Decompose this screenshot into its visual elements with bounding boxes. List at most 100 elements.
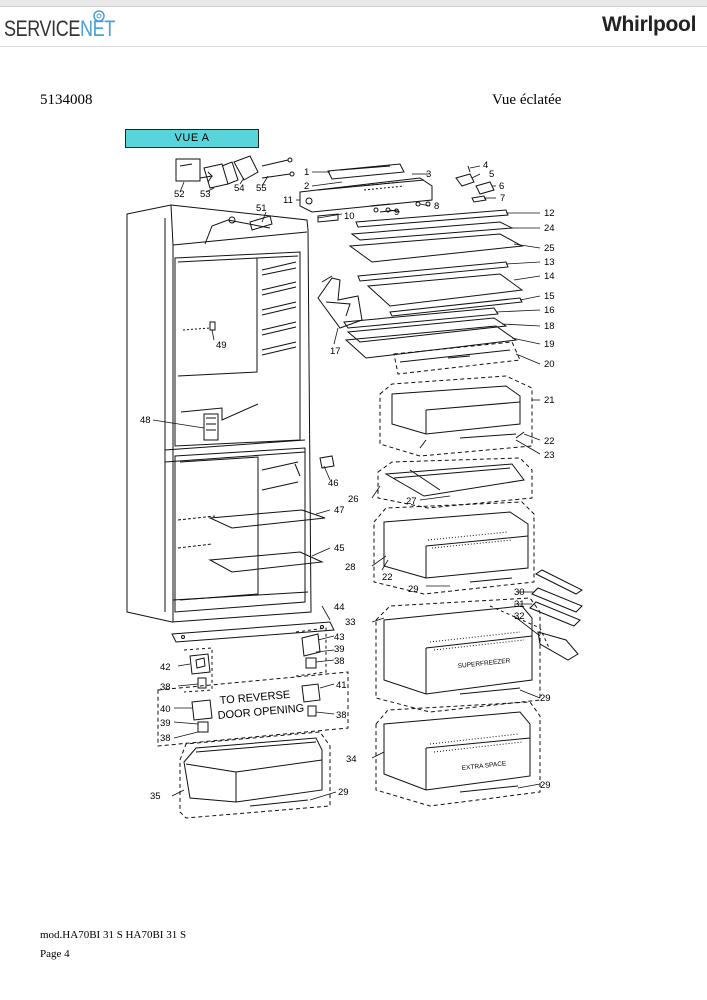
glass-shelf-19: [344, 325, 518, 359]
hinge-dashed-box-left: [183, 647, 213, 693]
callout-47: 47: [334, 505, 345, 516]
callout-4: 4: [483, 160, 488, 171]
footer-page-number: Page 4: [40, 948, 70, 960]
hinge-41: [301, 683, 321, 717]
callout-25: 25: [544, 243, 555, 254]
header-divider: [0, 46, 707, 47]
callout-38-b: 38: [336, 710, 347, 721]
callout-46: 46: [328, 478, 339, 489]
callout-41: 41: [336, 680, 347, 691]
servicenet-gear-icon: [93, 10, 105, 22]
header-band: [0, 0, 707, 7]
callout-2: 2: [304, 181, 309, 192]
callout-29-b: 29: [540, 693, 551, 704]
hinge-dashed-box-right: [295, 627, 327, 677]
callout-11: 11: [283, 195, 293, 206]
callout-44: 44: [334, 602, 345, 613]
callout-27: 27: [406, 496, 417, 507]
shelf-trim-13: [357, 261, 509, 282]
callout-21: 21: [544, 395, 555, 406]
callout-23: 23: [544, 450, 555, 461]
callout-52: 52: [174, 189, 185, 200]
footer-model: mod.HA70BI 31 S HA70BI 31 S: [40, 929, 187, 941]
callout-16: 16: [544, 305, 555, 316]
callout-29-c: 29: [540, 780, 551, 791]
callout-49: 49: [216, 340, 227, 351]
view-title: Vue éclatée: [492, 92, 562, 108]
callout-19: 19: [544, 339, 555, 350]
reverse-door-dashed-box: [157, 671, 349, 747]
callout-39-a: 39: [160, 718, 171, 729]
callout-8: 8: [434, 201, 439, 212]
callout-32: 32: [514, 611, 525, 622]
callout-17: 17: [330, 346, 341, 357]
callout-1: 1: [304, 167, 309, 178]
callout-55: 55: [256, 183, 267, 194]
servicenet-logo-service: SERVICE: [4, 16, 81, 41]
glass-shelf-24: [350, 221, 514, 241]
callout-10: 10: [344, 211, 355, 222]
drawer-34-extra-space: [375, 701, 541, 807]
glass-shelf-18: [346, 317, 508, 343]
drawer-35: [179, 731, 331, 819]
leader-lines: [152, 165, 541, 801]
shelf-47: [208, 509, 326, 529]
callout-40: 40: [160, 704, 171, 715]
callout-31: 31: [514, 599, 525, 610]
callout-38-a: 38: [160, 682, 171, 693]
callout-30: 30: [514, 587, 525, 598]
drawer-cover-20: [393, 341, 521, 375]
callout-38-c: 38: [160, 733, 171, 744]
hinge-40: [191, 699, 213, 733]
callout-3: 3: [426, 169, 431, 180]
divider-shelf-26: [377, 457, 533, 509]
shelf-trim-12: [355, 209, 509, 228]
extra-space-label: EXTRA SPACE: [461, 760, 507, 772]
shelf-45: [208, 551, 324, 573]
callout-53: 53: [200, 189, 211, 200]
callout-labels: 1 2 3 4 5 6 7 8 9 10 11 12 13 14 15 16 1…: [140, 160, 555, 802]
wine-rack-17: [317, 275, 363, 329]
superfreezer-label: SUPERFREEZER: [457, 657, 510, 670]
ice-trays-30-32: [489, 569, 583, 661]
callout-35: 35: [150, 791, 161, 802]
document-number: 5134008: [40, 92, 93, 108]
callout-45: 45: [334, 543, 345, 554]
callout-54: 54: [234, 183, 245, 194]
callout-12: 12: [544, 208, 555, 219]
callout-29-a: 29: [408, 584, 419, 595]
callout-34: 34: [346, 754, 357, 765]
callout-20: 20: [544, 359, 555, 370]
callout-14: 14: [544, 271, 555, 282]
callout-43: 43: [334, 632, 345, 643]
callout-7: 7: [500, 193, 505, 204]
drawer-28: [373, 501, 535, 595]
whirlpool-logo: Whirlpool: [602, 13, 697, 36]
callout-26: 26: [348, 494, 359, 505]
callout-33: 33: [345, 617, 356, 628]
shelf-trim-15: [389, 297, 523, 317]
callout-6: 6: [499, 181, 504, 192]
view-label: VUE A: [125, 129, 259, 148]
crisper-drawer-21: [379, 375, 533, 457]
drawer-33-superfreezer: [375, 597, 541, 713]
callout-39-b: 39: [334, 644, 345, 655]
callout-51: 51: [256, 203, 267, 214]
callout-13: 13: [544, 257, 555, 268]
callout-18: 18: [544, 321, 555, 332]
callout-15: 15: [544, 291, 555, 302]
hinge-43: [301, 633, 321, 669]
hinge-42: [189, 653, 211, 689]
callout-42: 42: [160, 662, 171, 673]
fridge-cabinet: [126, 204, 335, 623]
callout-5: 5: [489, 169, 494, 180]
callout-9: 9: [394, 207, 399, 218]
callout-29-d: 29: [338, 787, 349, 798]
callout-22-b: 22: [382, 572, 393, 583]
callout-28: 28: [345, 562, 356, 573]
bottom-trim-44: [171, 621, 335, 643]
glass-shelf-14: [366, 273, 524, 307]
callout-22: 22: [544, 436, 555, 447]
callout-38-d: 38: [334, 656, 345, 667]
